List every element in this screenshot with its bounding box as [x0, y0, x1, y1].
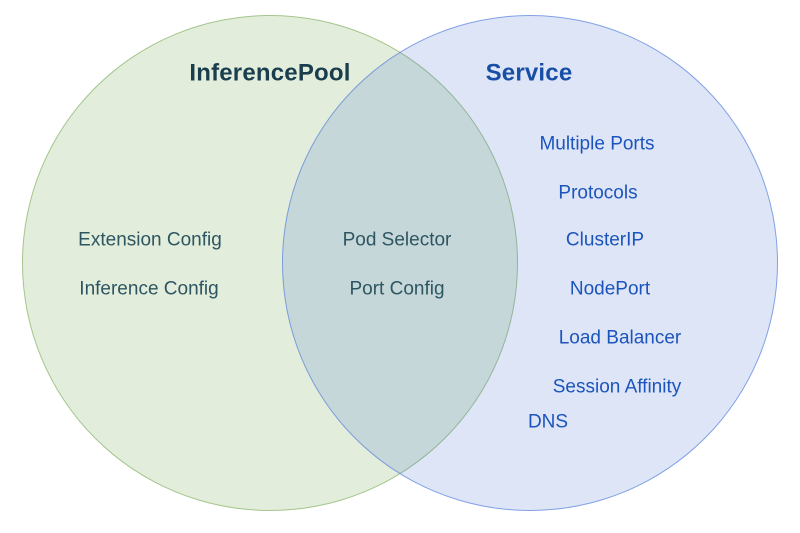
service-item: ClusterIP — [565, 229, 645, 251]
inferencepool-title: InferencePool — [189, 59, 351, 87]
service-item: NodePort — [569, 278, 651, 300]
service-item: Session Affinity — [552, 376, 682, 398]
intersection-item: Pod Selector — [342, 229, 452, 251]
service-circle — [282, 15, 778, 511]
intersection-item: Port Config — [349, 278, 445, 300]
inferencepool-item: Inference Config — [79, 278, 219, 300]
service-item: Load Balancer — [558, 327, 682, 349]
inferencepool-item: Extension Config — [78, 229, 222, 251]
service-title: Service — [485, 59, 573, 87]
service-item: DNS — [527, 411, 569, 433]
service-item: Protocols — [558, 182, 638, 204]
service-item: Multiple Ports — [539, 133, 655, 155]
